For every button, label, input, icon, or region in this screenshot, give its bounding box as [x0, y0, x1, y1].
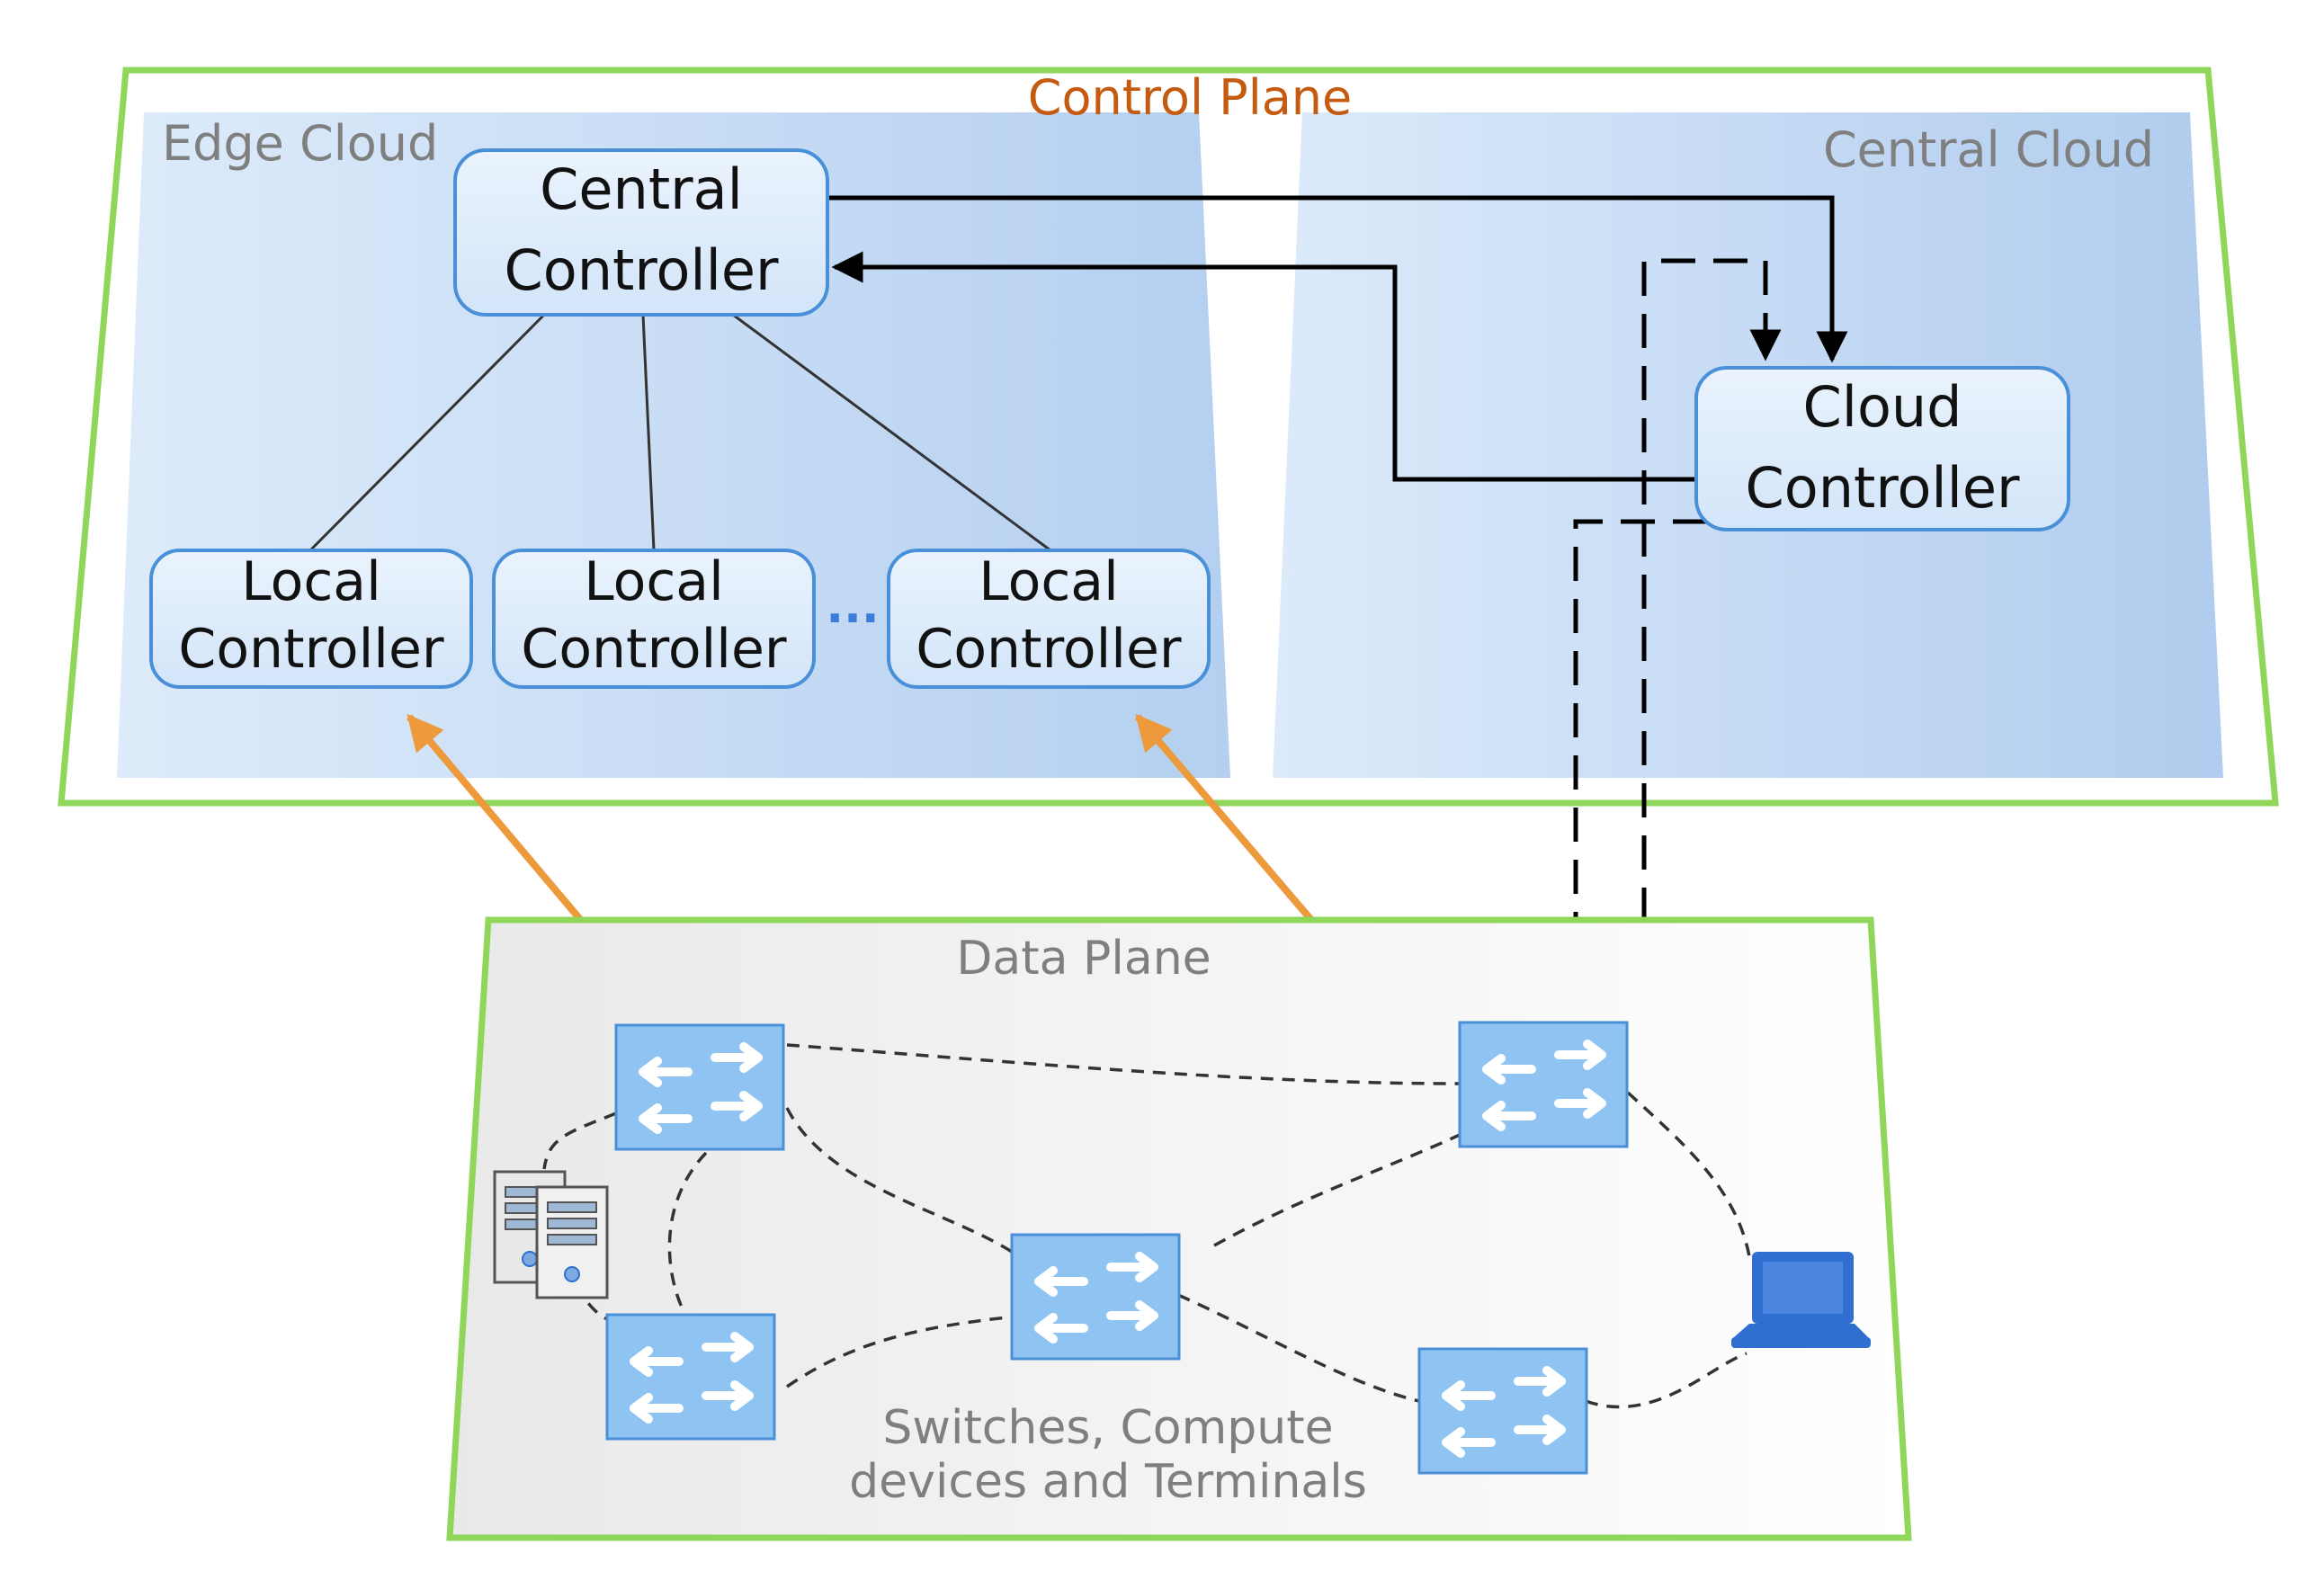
local-controller-line2: Controller — [178, 618, 443, 681]
control-plane-title: Control Plane — [1028, 69, 1352, 126]
local-controller-node: Local Controller — [887, 549, 1211, 689]
cloud-controller-node: Cloud Controller — [1694, 366, 2070, 531]
controller-tree-links — [308, 313, 1051, 552]
server-stack-icon — [493, 1170, 609, 1299]
cloud-dataplane-dashed-links — [1560, 258, 1782, 974]
local-controller-line2: Controller — [521, 618, 786, 681]
local-controller-node: Local Controller — [492, 549, 816, 689]
local-controller-line1: Local — [584, 550, 724, 613]
central-cloud-label: Central Cloud — [1823, 121, 2154, 178]
data-plane-title: Data Plane — [956, 932, 1211, 986]
data-plane-caption-line1: Switches, Compute — [882, 1401, 1333, 1455]
local-controller-line1: Local — [241, 550, 381, 613]
link-cloud-to-central — [831, 251, 1698, 482]
network-switch-icon — [616, 1025, 783, 1149]
cloud-controller-line2: Controller — [1746, 455, 2020, 521]
network-switch-icon — [1460, 1022, 1627, 1147]
local-controllers-ellipsis: ... — [826, 580, 879, 634]
central-controller-line1: Central — [540, 156, 743, 222]
network-switch-icon — [1012, 1235, 1179, 1359]
local-controller-node: Local Controller — [149, 549, 473, 689]
local-controller-line1: Local — [979, 550, 1119, 613]
central-controller-node: Central Controller — [453, 148, 829, 317]
cloud-controller-line1: Cloud — [1802, 374, 1962, 440]
link-central-to-cloud — [826, 195, 1848, 363]
network-switch-icon — [607, 1315, 774, 1439]
central-controller-line2: Controller — [505, 237, 779, 303]
network-switch-icon — [1419, 1349, 1587, 1473]
local-controller-line2: Controller — [916, 618, 1181, 681]
laptop-icon — [1731, 1252, 1871, 1348]
data-plane-caption-line2: devices and Terminals — [849, 1455, 1367, 1509]
edge-cloud-label: Edge Cloud — [162, 115, 438, 172]
